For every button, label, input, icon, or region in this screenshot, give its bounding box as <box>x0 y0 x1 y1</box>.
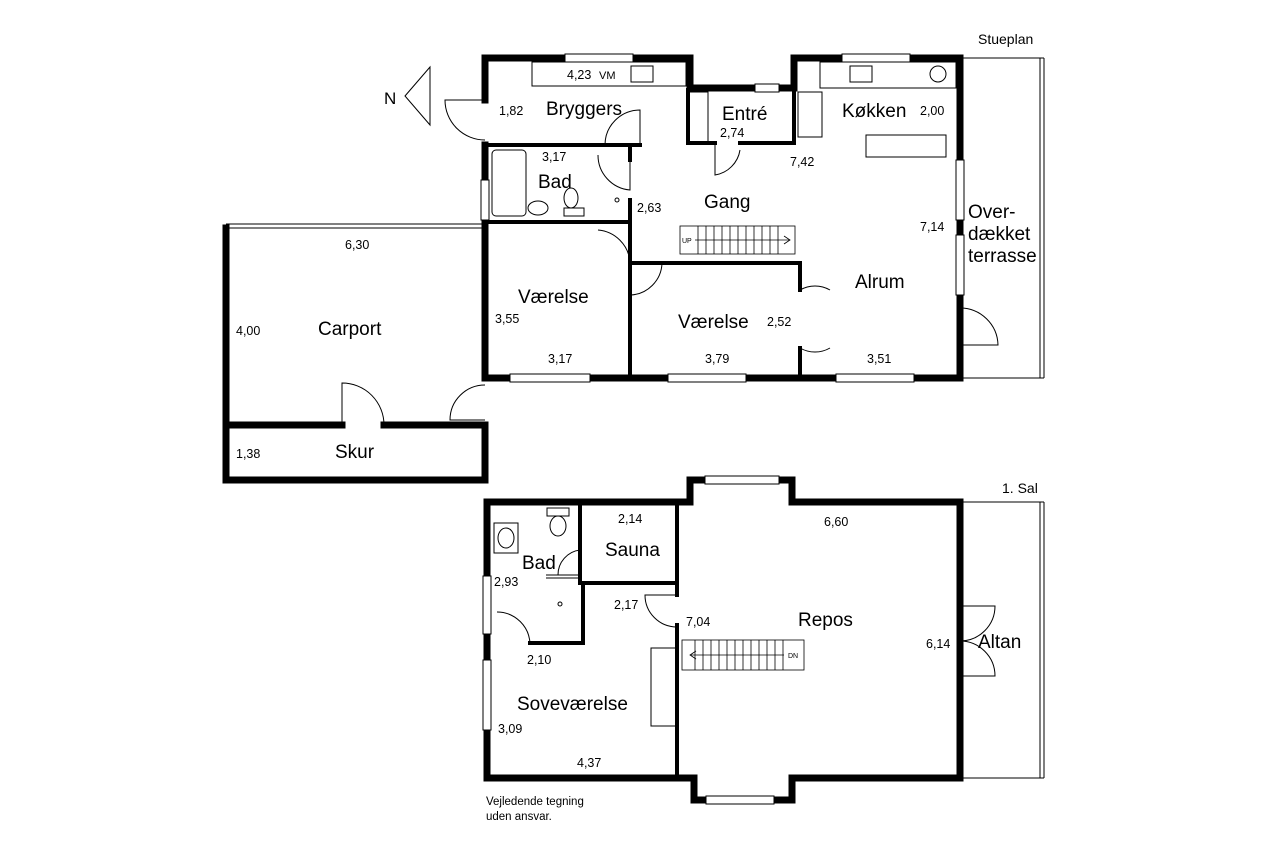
toilet-icon <box>563 207 585 217</box>
room-kokken: Køkken <box>842 101 906 122</box>
dim-bad-w: 3,17 <box>542 150 566 164</box>
upper-floor-heading: 1. Sal <box>1002 480 1038 496</box>
dim-gang: 2,63 <box>637 201 661 215</box>
room-bad: Bad <box>538 172 572 193</box>
dim-sove-h: 3,09 <box>498 722 522 736</box>
room-sauna: Sauna <box>605 540 660 561</box>
ground-floor-walls <box>222 54 1045 484</box>
upper-floor-windows <box>482 475 780 805</box>
upper-drain-icon <box>557 601 563 607</box>
room-terrace-line2: dækket <box>968 224 1031 245</box>
dim-bryggers-w: 4,23 <box>567 68 591 82</box>
room-gang: Gang <box>704 192 750 213</box>
ground-stair: UP <box>679 225 796 255</box>
dim-repos-d: 7,04 <box>686 615 710 629</box>
kitchen-counter <box>531 61 687 87</box>
dim-sauna: 2,14 <box>618 512 642 526</box>
dim-kokken-w: 7,42 <box>790 155 814 169</box>
wardrobe <box>650 647 678 727</box>
dim-skur-h: 1,38 <box>236 447 260 461</box>
dim-altan: 6,14 <box>926 637 950 651</box>
upper-floor-doors <box>496 549 996 677</box>
upper-floor-fixtures <box>493 507 678 727</box>
ground-floor-fixtures: VM <box>491 61 957 217</box>
room-altan: Altan <box>978 632 1021 653</box>
upper-stair: DN <box>681 639 805 671</box>
dim-carport-w: 6,30 <box>345 238 369 252</box>
dim-carport-h: 4,00 <box>236 324 260 338</box>
upper-floor: 1. Sal <box>482 475 1045 805</box>
dim-repos-w: 6,60 <box>824 515 848 529</box>
room-vaerelse-1: Værelse <box>518 287 589 308</box>
stair-up-label: UP <box>682 238 692 245</box>
dim-sove-w: 4,37 <box>577 756 601 770</box>
extractor-fan-icon <box>929 65 947 83</box>
ground-floor-heading: Stueplan <box>978 31 1033 47</box>
washbasin-icon <box>527 200 549 216</box>
dim-alrum-w: 3,51 <box>867 352 891 366</box>
ground-floor-windows <box>480 53 965 383</box>
room-terrace-line3: terrasse <box>968 246 1037 267</box>
compass-label: N <box>384 89 396 108</box>
upper-washbasin-icon <box>493 522 519 554</box>
dim-bryggers-h: 1,82 <box>499 104 523 118</box>
room-skur: Skur <box>335 442 375 463</box>
dim-upper-bad-h: 2,93 <box>494 575 518 589</box>
disclaimer: Vejledende tegning uden ansvar. <box>486 796 584 823</box>
room-upper-bad: Bad <box>522 553 556 574</box>
disclaimer-line2: uden ansvar. <box>486 811 552 823</box>
kitchen-counter-2 <box>819 61 957 89</box>
drain-icon <box>614 197 620 203</box>
disclaimer-line1: Vejledende tegning <box>486 796 584 808</box>
room-repos: Repos <box>798 610 853 631</box>
dim-vaerelse1-w: 3,17 <box>548 352 572 366</box>
dim-vaerelse2-w: 3,79 <box>705 352 729 366</box>
ground-room-labels: Bryggers Entré Køkken Bad Gang Over- dæk… <box>318 99 1037 463</box>
room-carport: Carport <box>318 319 382 340</box>
room-sovevaerelse: Soveværelse <box>517 694 628 715</box>
stove-icon <box>797 91 823 138</box>
room-bryggers: Bryggers <box>546 99 622 120</box>
kitchen-sink-icon <box>849 65 873 83</box>
washer-label: VM <box>599 70 616 82</box>
sink-icon <box>630 65 654 83</box>
dim-vaerelse2-h: 2,52 <box>767 315 791 329</box>
dim-alrum-h: 7,14 <box>920 220 944 234</box>
dim-entre: 2,74 <box>720 126 744 140</box>
dim-kokken-h: 2,00 <box>920 104 944 118</box>
ground-floor: Stueplan N <box>222 31 1045 484</box>
dim-vaerelse1-h: 3,55 <box>495 312 519 326</box>
kitchen-island <box>865 134 947 158</box>
cabinet <box>687 91 709 143</box>
room-alrum: Alrum <box>855 272 905 293</box>
stair-down-label: DN <box>788 653 798 660</box>
dim-hall: 2,17 <box>614 598 638 612</box>
dim-upper-bad-w: 2,10 <box>527 653 551 667</box>
upper-dimensions: 2,14 6,60 2,93 2,17 7,04 6,14 2,10 3,09 … <box>494 512 950 770</box>
ground-floor-doors <box>341 99 999 426</box>
north-arrow-icon: N <box>384 65 431 127</box>
upper-toilet-icon <box>546 507 570 517</box>
upper-room-labels: Bad Sauna Repos Altan Soveværelse <box>517 540 1021 715</box>
room-vaerelse-2: Værelse <box>678 312 749 333</box>
ground-dimensions: 4,23 1,82 2,74 2,00 7,42 3,17 2,63 7,14 … <box>236 68 944 461</box>
room-entre: Entré <box>722 104 767 125</box>
room-terrace-line1: Over- <box>968 202 1016 223</box>
bathtub-icon <box>491 149 527 217</box>
